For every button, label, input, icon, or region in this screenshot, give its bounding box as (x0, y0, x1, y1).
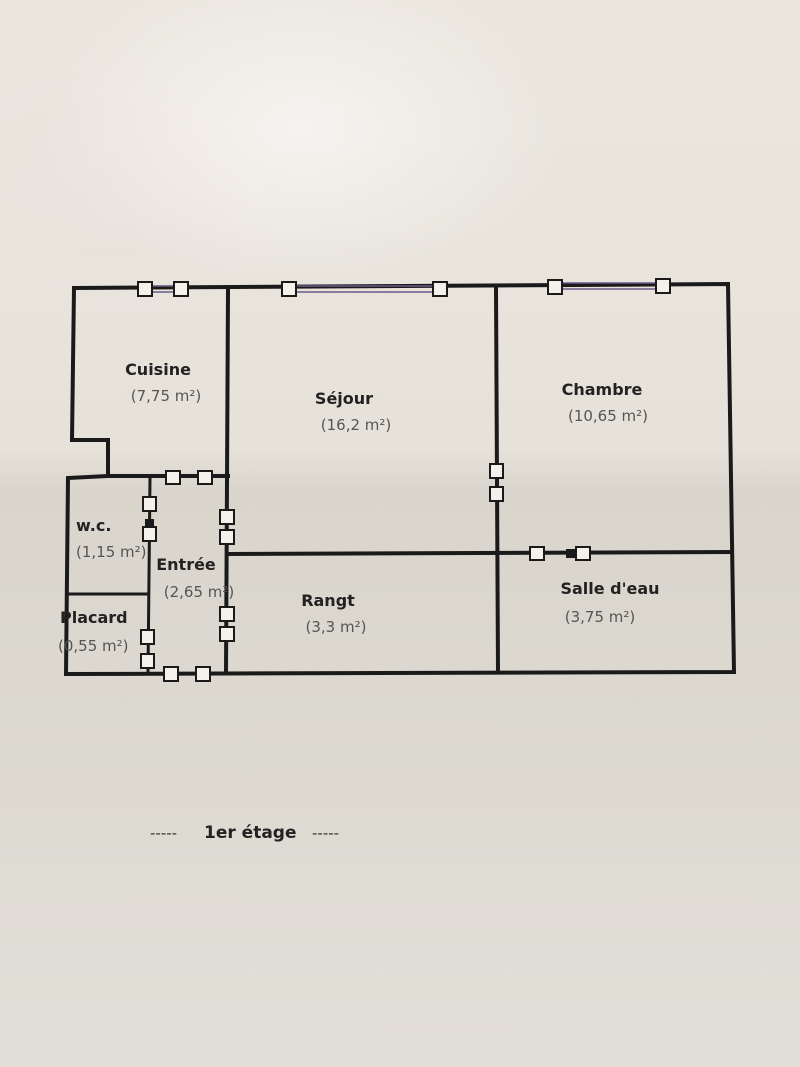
outer-walls (63, 281, 737, 677)
room-name-sejour: Séjour (315, 389, 373, 408)
door-marker (142, 526, 157, 542)
door-marker (575, 546, 591, 561)
door-marker (489, 463, 504, 479)
door-marker (219, 529, 235, 545)
door-marker (219, 626, 235, 642)
room-area-entree: (2,65 m²) (164, 583, 235, 601)
room-name-cuisine: Cuisine (125, 360, 191, 379)
door-marker (529, 546, 545, 561)
room-area-cuisine: (7,75 m²) (131, 387, 202, 405)
door-marker (219, 509, 235, 525)
windows (146, 282, 662, 293)
door-marker (165, 470, 181, 485)
room-labels: Cuisine (7,75 m²) Séjour (16,2 m²) Chamb… (58, 360, 660, 655)
entrance-door-marker (163, 666, 179, 682)
room-name-placard: Placard (60, 608, 128, 627)
door-marker (489, 486, 504, 502)
caption-floor-label: 1er étage (204, 823, 297, 843)
room-area-rangt: (3,3 m²) (306, 618, 367, 636)
caption-dash-left: ----- (150, 824, 177, 842)
room-area-wc: (1,15 m²) (76, 543, 147, 561)
entrance-door-marker (195, 666, 211, 682)
room-area-sejour: (16,2 m²) (321, 416, 392, 434)
opening-markers (137, 278, 671, 682)
room-name-chambre: Chambre (562, 380, 643, 399)
window-marker (173, 281, 189, 297)
door-marker (140, 653, 155, 669)
floor-caption: ----- 1er étage ----- (150, 823, 339, 843)
window-marker (137, 281, 153, 297)
room-name-rangt: Rangt (301, 591, 355, 610)
door-marker (142, 496, 157, 512)
room-area-chambre: (10,65 m²) (568, 407, 648, 425)
room-name-salle-eau: Salle d'eau (560, 579, 659, 598)
room-name-wc: w.c. (76, 516, 111, 535)
door-marker (566, 549, 576, 558)
door-marker (140, 629, 155, 645)
room-area-salle-eau: (3,75 m²) (565, 608, 636, 626)
door-marker (219, 606, 235, 622)
door-marker (197, 470, 213, 485)
window-marker (655, 278, 671, 294)
caption-dash-right: ----- (312, 824, 339, 842)
door-marker (145, 519, 154, 527)
window-marker (547, 279, 563, 295)
window-marker (281, 281, 297, 297)
room-area-placard: (0,55 m²) (58, 637, 129, 655)
window-marker (432, 281, 448, 297)
room-name-entree: Entrée (156, 555, 216, 574)
